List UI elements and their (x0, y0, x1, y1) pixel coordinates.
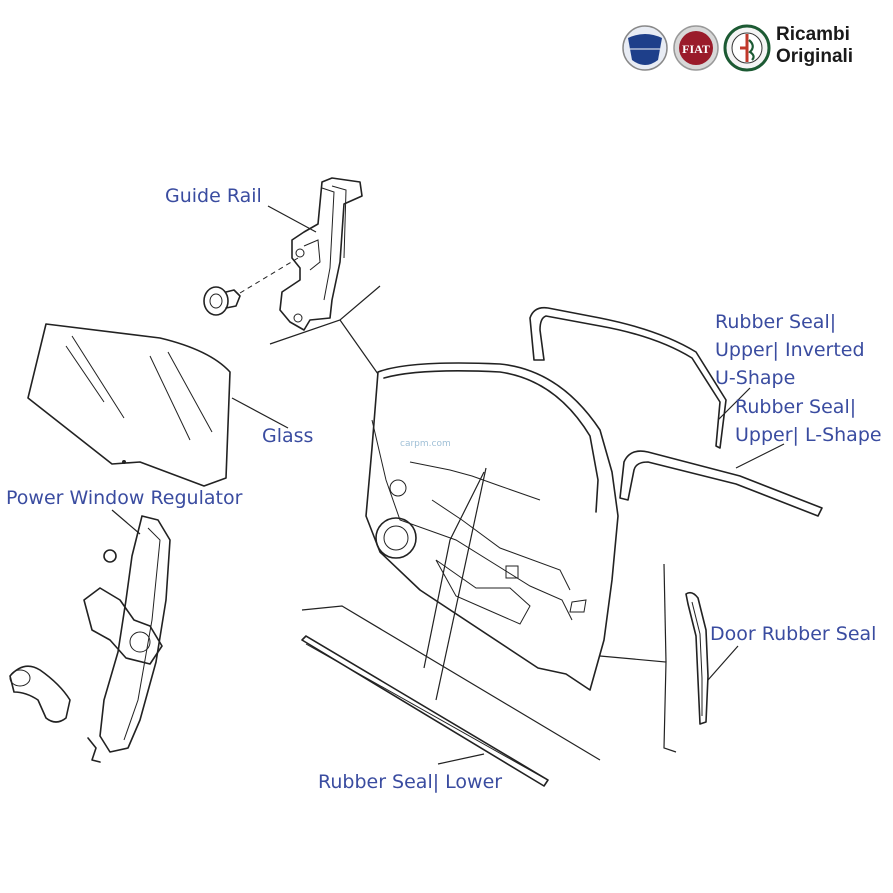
label-door-rubber-seal: Door Rubber Seal (710, 623, 877, 645)
door-rubber-seal-part (685, 591, 709, 725)
label-rubber-seal-upper-inverted-line3: U-Shape (715, 367, 796, 389)
label-rubber-seal-upper-l-line1: Rubber Seal| (735, 396, 857, 418)
door-frame-part (365, 362, 619, 691)
brand-title: Ricambi Originali (776, 24, 853, 68)
bolt-part (203, 257, 299, 316)
guide-rail-part (279, 177, 363, 331)
leader-lines (111, 205, 785, 765)
rubber-seal-upper-inverted-part (529, 306, 727, 449)
crank-handle-part (9, 665, 71, 723)
glass-part (27, 323, 231, 487)
brand-title-line2: Originali (776, 46, 854, 67)
label-glass: Glass (262, 425, 314, 447)
fiat-logo: FIAT (673, 25, 719, 71)
brand-title-line1: Ricambi (776, 24, 850, 45)
label-power-window-regulator: Power Window Regulator (6, 487, 243, 509)
label-rubber-seal-upper-l-line2: Upper| L-Shape (735, 424, 882, 446)
label-rubber-seal-lower: Rubber Seal| Lower (318, 771, 503, 793)
label-guide-rail: Guide Rail (165, 185, 262, 207)
rubber-seal-lower-part (301, 635, 549, 787)
label-rubber-seal-upper-inverted-line2: Upper| Inverted (715, 339, 865, 361)
power-window-regulator-part (83, 515, 171, 763)
lancia-logo (622, 25, 668, 71)
watermark: carpm.com (400, 439, 451, 449)
svg-text:FIAT: FIAT (682, 42, 710, 56)
reference-lines (269, 285, 677, 761)
alfa-romeo-logo (723, 24, 771, 72)
rubber-seal-upper-l-part (619, 450, 823, 517)
label-rubber-seal-upper-inverted-line1: Rubber Seal| (715, 311, 837, 333)
